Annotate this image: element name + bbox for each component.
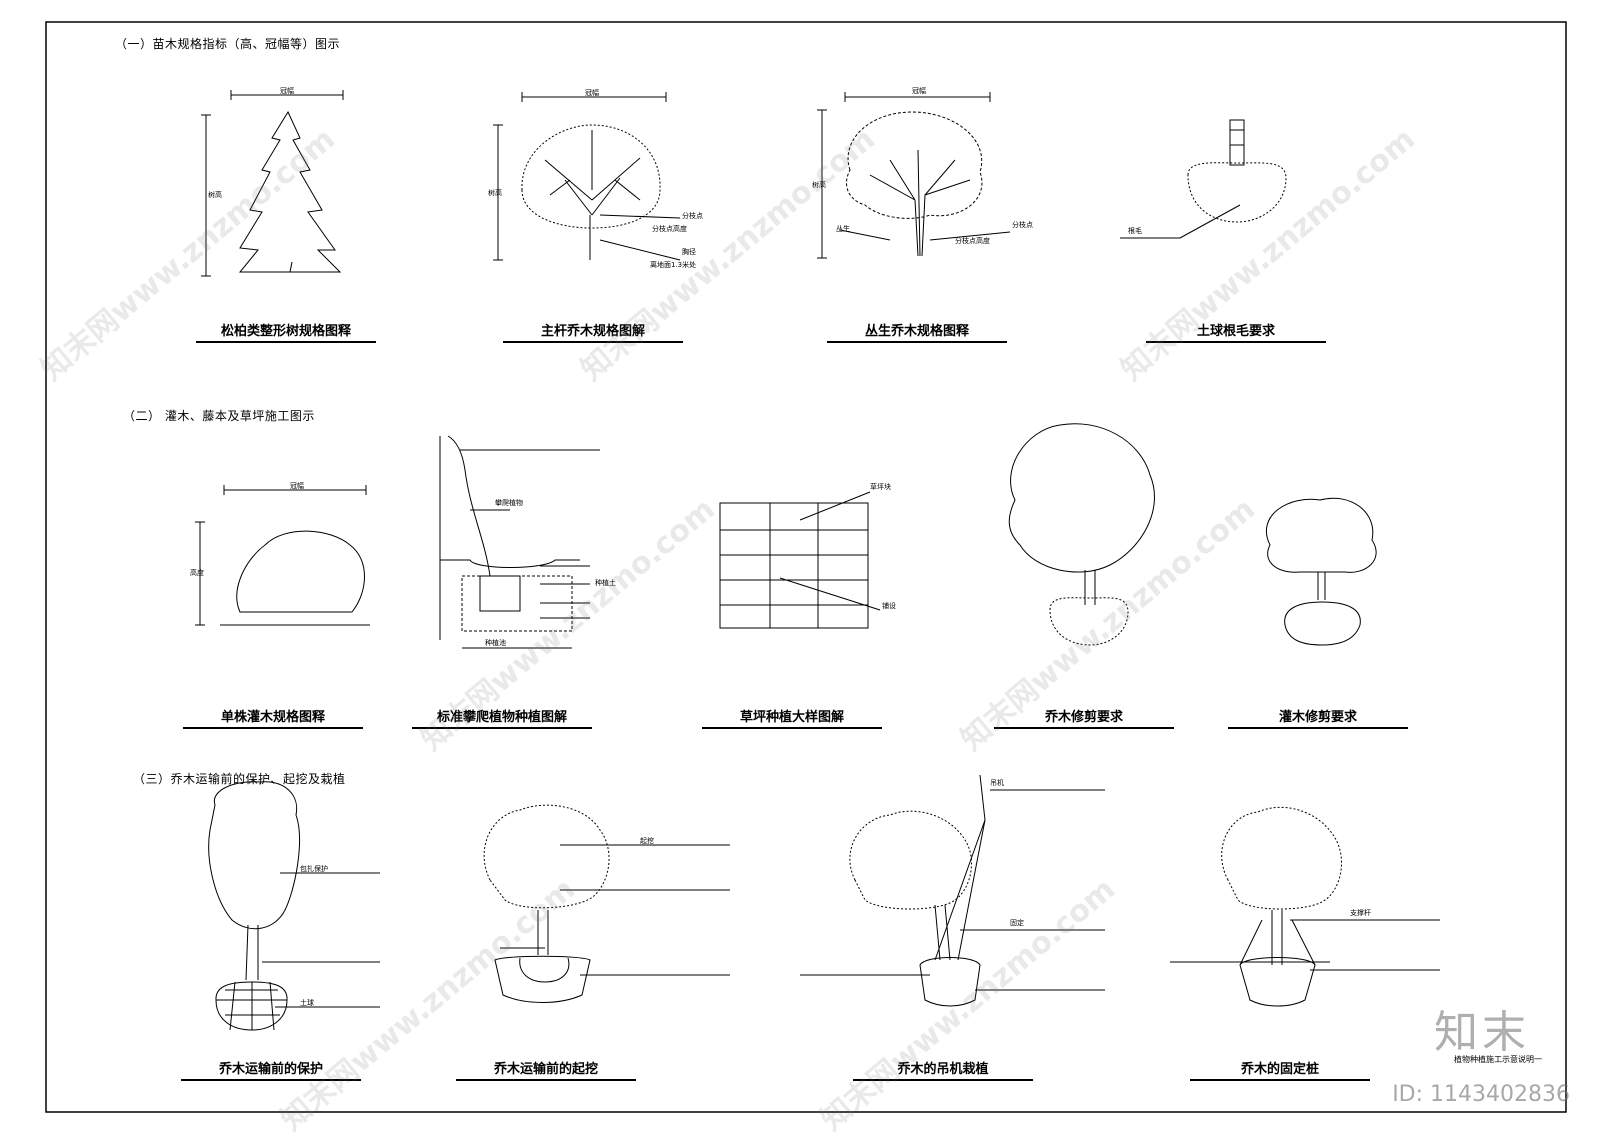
caption-climbing: 标准攀爬植物种植图解 — [412, 706, 592, 729]
annotation-label: 起挖 — [640, 837, 654, 845]
annotation-label: 分枝点高度 — [955, 237, 990, 245]
caption-tree-pruning: 乔木修剪要求 — [994, 706, 1174, 729]
protected-tree-figure — [208, 781, 380, 1031]
annotation-label: 丛生 — [836, 225, 850, 233]
annotation-label: 包扎保护 — [300, 865, 328, 873]
sheet-title: 植物种植施工示意说明一 — [1454, 1055, 1542, 1064]
annotation-label: 铺设 — [882, 602, 896, 610]
pruned-shrub-figure — [1265, 497, 1377, 646]
dim-label: 冠幅 — [280, 87, 294, 95]
annotation-label: 草坪块 — [870, 483, 891, 491]
annotation-label: 分枝点高度 — [652, 225, 687, 233]
annotation-label: 种植池 — [485, 639, 506, 647]
shrub-figure — [195, 485, 370, 626]
annotation-label: 胸径 — [682, 248, 696, 256]
dim-label: 冠幅 — [912, 87, 926, 95]
clump-tree-figure — [817, 92, 1011, 259]
caption-trunk-tree: 主杆乔木规格图解 — [503, 320, 683, 343]
caption-shrub: 单株灌木规格图释 — [183, 706, 363, 729]
annotation-label: 支撑杆 — [1350, 909, 1371, 917]
caption-shrub-pruning: 灌木修剪要求 — [1228, 706, 1408, 729]
lawn-grid-figure — [719, 491, 881, 629]
section-3-title: （三）乔木运输前的保护、起挖及栽植 — [133, 772, 346, 786]
conifer-tree-figure — [201, 90, 344, 277]
section-2-title: （二） 灌木、藤本及草坪施工图示 — [123, 409, 315, 423]
brand-logo: 知末 — [1434, 1007, 1530, 1058]
dim-label: 树高 — [208, 191, 222, 199]
dug-tree-figure — [483, 804, 730, 1003]
caption-tree-digging: 乔木运输前的起挖 — [456, 1058, 636, 1081]
section-1-title: （一）苗木规格指标（高、冠幅等）图示 — [115, 37, 341, 51]
dim-label: 高度 — [190, 569, 204, 577]
caption-conifer: 松柏类整形树规格图释 — [196, 320, 376, 343]
annotation-label: 攀爬植物 — [495, 499, 523, 507]
caption-tree-protection: 乔木运输前的保护 — [181, 1058, 361, 1081]
trunk-tree-figure — [493, 92, 681, 261]
id-stamp: ID: 1143402836 — [1392, 1082, 1570, 1107]
sheet-border — [45, 21, 1567, 1113]
dim-label: 树高 — [488, 189, 502, 197]
crane-planting-figure — [800, 774, 1105, 1007]
pruned-tree-figure — [1008, 423, 1155, 646]
dim-label: 冠幅 — [585, 89, 599, 97]
root-ball-figure — [1120, 119, 1287, 239]
annotation-label: 固定 — [1010, 919, 1024, 927]
staked-tree-figure — [1170, 806, 1440, 1007]
annotation-label: 离地面1.3米处 — [650, 261, 697, 269]
annotation-label: 根毛 — [1128, 227, 1142, 235]
annotation-label: 种植土 — [595, 579, 616, 587]
annotation-label: 分枝点 — [682, 212, 703, 220]
climbing-plant-figure — [439, 435, 600, 649]
caption-clump-tree: 丛生乔木规格图释 — [827, 320, 1007, 343]
caption-stake: 乔木的固定桩 — [1190, 1058, 1370, 1081]
caption-root-ball: 土球根毛要求 — [1146, 320, 1326, 343]
caption-lawn: 草坪种植大样图解 — [702, 706, 882, 729]
annotation-label: 分枝点 — [1012, 221, 1033, 229]
dim-label: 树高 — [812, 181, 826, 189]
caption-crane-planting: 乔木的吊机栽植 — [853, 1058, 1033, 1081]
dim-label: 冠幅 — [290, 482, 304, 490]
annotation-label: 吊机 — [990, 779, 1004, 787]
annotation-label: 土球 — [300, 999, 314, 1007]
